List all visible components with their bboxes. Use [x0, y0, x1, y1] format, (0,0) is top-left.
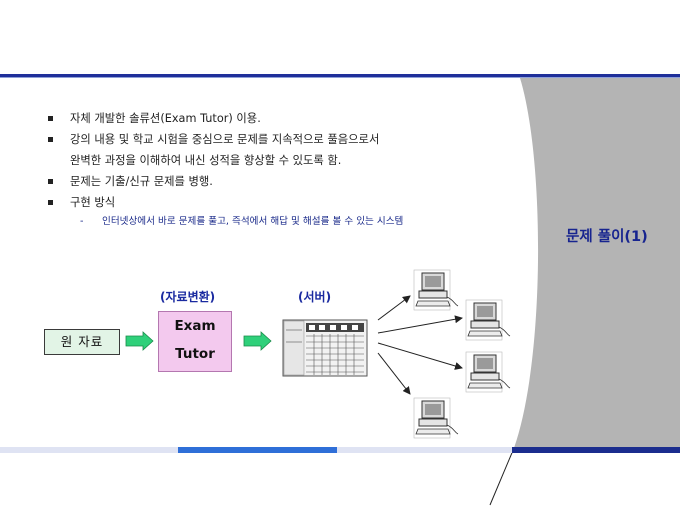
raw-data-box: 원 자료 — [44, 329, 120, 355]
client-computer-icon — [465, 351, 511, 393]
sub-bullet: - 인터넷상에서 바로 문제를 풀고, 즉석에서 해답 및 해설를 볼 수 있는… — [44, 213, 514, 231]
top-rule-light — [0, 77, 680, 78]
exam-tutor-line2: Tutor — [175, 346, 215, 362]
slide-title: 문제 풀이(1) — [566, 229, 648, 245]
bullet-item: 자체 개발한 솔류션(Exam Tutor) 이용. — [44, 108, 514, 129]
sub-bullet-text: 인터넷상에서 바로 문제를 풀고, 즉석에서 해답 및 해설를 볼 수 있는 시… — [102, 216, 404, 227]
top-rule — [0, 74, 680, 77]
bullet-text: 강의 내용 및 학교 시험을 중심으로 문제를 지속적으로 풀음으로서 — [70, 133, 380, 146]
bullet-item: 문제는 기출/신규 문제를 병행. — [44, 171, 514, 192]
client-computer-icon — [413, 397, 459, 439]
bullet-list: 자체 개발한 솔류션(Exam Tutor) 이용. 강의 내용 및 학교 시험… — [44, 108, 514, 231]
bullet-square-icon — [48, 137, 53, 142]
bottom-bar-navy — [512, 447, 680, 453]
green-arrow-icon — [243, 331, 272, 351]
convert-label: (자료변환) — [160, 290, 216, 304]
bullet-continuation: 완벽한 과정을 이해하여 내신 성적을 향상할 수 있도록 함. — [70, 154, 342, 167]
network-arrows — [377, 295, 463, 395]
bullet-text: 자체 개발한 솔류션(Exam Tutor) 이용. — [70, 112, 261, 125]
bullet-square-icon — [48, 116, 53, 121]
client-computer-icon — [413, 269, 459, 311]
exam-tutor-line1: Exam — [174, 318, 216, 334]
bottom-bar — [0, 447, 680, 453]
bullet-square-icon — [48, 179, 53, 184]
server-label: (서버) — [298, 290, 332, 304]
bullet-item: 강의 내용 및 학교 시험을 중심으로 문제를 지속적으로 풀음으로서 — [44, 129, 514, 150]
bullet-text: 문제는 기출/신규 문제를 병행. — [70, 175, 213, 188]
green-arrow-icon — [125, 331, 154, 351]
bullet-item: 구현 방식 — [44, 192, 514, 213]
server-rack-icon — [282, 319, 368, 377]
client-computer-icon — [465, 299, 511, 341]
bullet-square-icon — [48, 200, 53, 205]
bottom-bar-accent — [178, 447, 337, 453]
sub-bullet-dash: - — [80, 216, 84, 227]
exam-tutor-box: Exam Tutor — [158, 311, 232, 372]
bullet-text: 구현 방식 — [70, 196, 116, 209]
